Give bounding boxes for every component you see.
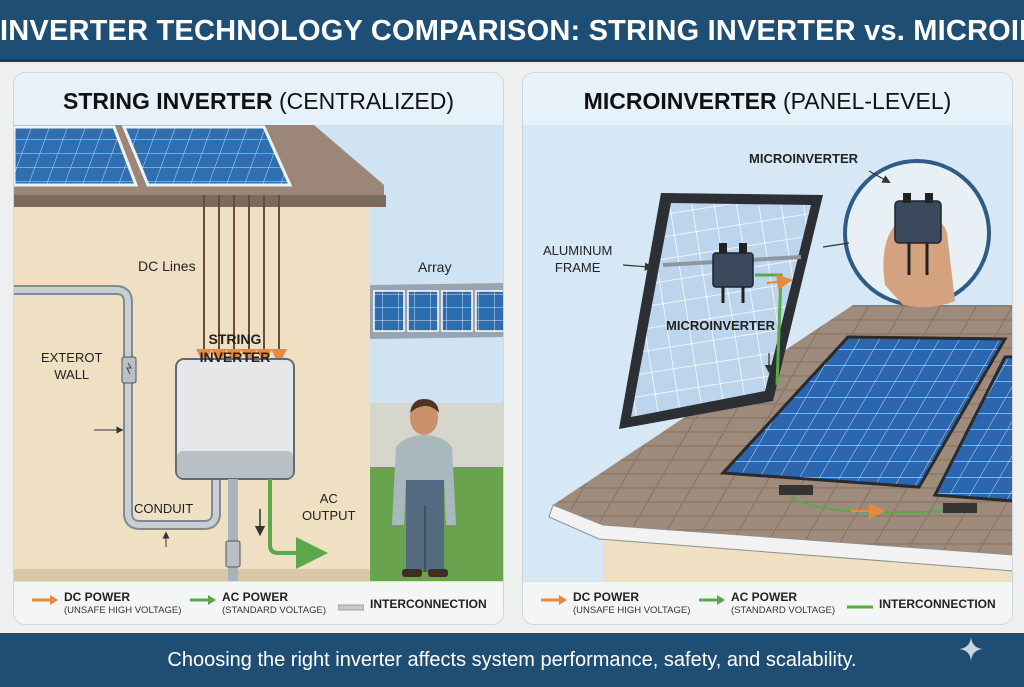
header-bar: INVERTER TECHNOLOGY COMPARISON: STRING I… [0,0,1024,62]
inverter-label: STRING INVERTER [199,331,271,365]
neighbor-array [373,290,503,332]
string-inverter-panel: STRING INVERTER (CENTRALIZED) [13,72,504,625]
string-inverter-box [175,358,295,480]
conduit-label: CONDUIT [134,501,194,516]
exterior-wall-label: EXTEROT WALL [41,350,103,382]
microinverter-title: MICROINVERTER (PANEL-LEVEL) [523,73,1012,125]
ac-output-label: AC OUTPUT [302,491,356,523]
right-legend: DC POWER(UNSAFE HIGH VOLTAGE) AC POWER(S… [523,581,1012,624]
footer-caption: Choosing the right inverter affects syst… [167,649,857,671]
microinverter-panel-label: MICROINVERTER [666,318,776,333]
ac-output-arrow [268,479,328,569]
microinverter-callout [843,159,991,308]
microinverter-scene [523,125,1012,581]
conduit-junction [121,356,137,384]
green-arrow-icon [190,595,216,605]
roof-solar-panels [719,335,1012,503]
orange-arrow-icon [541,595,567,605]
roof-solar-panels [14,125,293,187]
gray-line-icon [338,604,364,611]
panel-microinverter [712,243,754,303]
green-line-icon [847,605,873,609]
string-inverter-title: STRING INVERTER (CENTRALIZED) [14,73,503,125]
dc-lines [196,195,287,365]
left-legend: DC POWER(UNSAFE HIGH VOLTAGE) AC POWER(S… [14,581,503,624]
dc-lines-label: DC Lines [138,258,196,274]
under-panel-microinverter [943,503,977,513]
aluminum-frame-label: ALUMINUM FRAME [543,243,613,275]
sparkle-icon [959,637,983,661]
green-arrow-icon [699,595,725,605]
under-panel-microinverter [779,485,813,495]
page-title: INVERTER TECHNOLOGY COMPARISON: STRING I… [0,15,1024,47]
ac-conduit [228,479,238,581]
array-label: Array [418,259,452,275]
microinverter-panel: MICROINVERTER (PANEL-LEVEL) [522,72,1013,625]
microinverter-callout-label: MICROINVERTER [749,151,859,166]
footer-bar: Choosing the right inverter affects syst… [0,633,1024,687]
person [392,399,456,577]
orange-arrow-icon [32,595,58,605]
string-inverter-scene [14,125,503,581]
